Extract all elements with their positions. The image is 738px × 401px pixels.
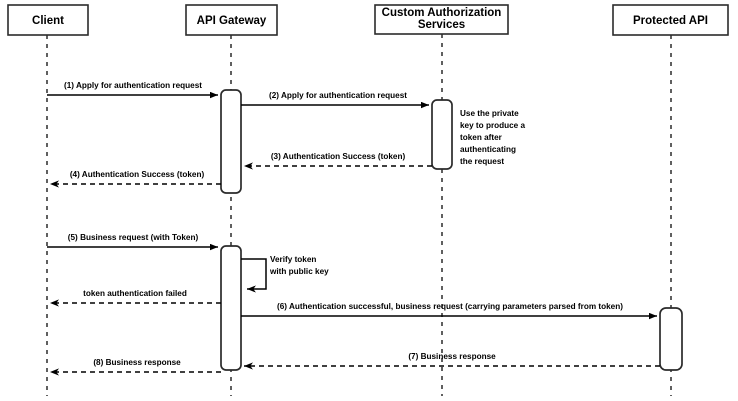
message-1-label: (1) Apply for authentication request xyxy=(64,81,202,90)
note-private-key-line-2: key to produce a xyxy=(460,121,526,130)
message-2-label: (2) Apply for authentication request xyxy=(269,91,407,100)
message-5[interactable]: (5) Business request (with Token) xyxy=(47,233,218,251)
activation-bar-api-gateway-business[interactable] xyxy=(220,245,242,371)
participant-api-gateway[interactable]: API Gateway xyxy=(185,4,278,36)
participant-box-api-gateway[interactable] xyxy=(185,4,278,36)
activation-gateway-business[interactable] xyxy=(220,245,242,371)
note-private-key-line-3: token after xyxy=(460,133,503,142)
message-token-authentication-failed[interactable]: token authentication failed xyxy=(50,289,221,307)
self-message-verify-token-line-1: Verify token xyxy=(270,255,316,264)
participant-custom-authorization-services[interactable]: Custom Authorization Services xyxy=(374,4,509,35)
self-message-verify-token[interactable]: Verify token with public key xyxy=(241,255,329,293)
participant-label-custom-authorization-services-line1: Custom Authorization xyxy=(382,7,502,19)
self-message-verify-token-line-2: with public key xyxy=(269,267,329,276)
participant-box-custom-authorization-services[interactable] xyxy=(374,4,509,35)
message-6[interactable]: (6) Authentication successful, business … xyxy=(241,302,657,320)
participant-label-api-gateway: API Gateway xyxy=(197,15,267,27)
activation-bar-custom-authorization-services[interactable] xyxy=(431,99,453,170)
note-private-key-line-4: authenticating xyxy=(460,145,516,154)
note-private-key-line-5: the request xyxy=(460,157,504,166)
activation-authz-service[interactable] xyxy=(431,99,453,170)
participant-label-custom-authorization-services-line2: Services xyxy=(418,19,465,31)
message-4-label: (4) Authentication Success (token) xyxy=(70,170,205,179)
participant-protected-api[interactable]: Protected API xyxy=(612,4,729,36)
message-3-label: (3) Authentication Success (token) xyxy=(271,152,406,161)
participant-label-protected-api: Protected API xyxy=(633,15,708,27)
note-private-key: Use the private key to produce a token a… xyxy=(460,109,526,166)
participant-label-client: Client xyxy=(32,15,64,27)
activation-bar-protected-api[interactable] xyxy=(659,307,683,371)
activation-protected-api[interactable] xyxy=(659,307,683,371)
message-7[interactable]: (7) Business response xyxy=(244,352,660,370)
message-4[interactable]: (4) Authentication Success (token) xyxy=(50,170,221,188)
message-token-authentication-failed-label: token authentication failed xyxy=(83,289,187,298)
note-private-key-line-1: Use the private xyxy=(460,109,519,118)
self-message-verify-token-arrow[interactable] xyxy=(241,258,267,293)
message-3[interactable]: (3) Authentication Success (token) xyxy=(244,152,432,170)
activation-bar-api-gateway-auth[interactable] xyxy=(220,89,242,194)
message-8[interactable]: (8) Business response xyxy=(50,358,221,376)
message-6-label: (6) Authentication successful, business … xyxy=(277,302,623,311)
message-7-label: (7) Business response xyxy=(408,352,496,361)
participant-client[interactable]: Client xyxy=(7,4,89,36)
participant-box-client[interactable] xyxy=(7,4,89,36)
participant-box-protected-api[interactable] xyxy=(612,4,729,36)
message-5-label: (5) Business request (with Token) xyxy=(68,233,199,242)
message-1[interactable]: (1) Apply for authentication request xyxy=(47,81,218,99)
message-2[interactable]: (2) Apply for authentication request xyxy=(241,91,429,109)
activation-gateway-auth[interactable] xyxy=(220,89,242,194)
message-8-label: (8) Business response xyxy=(93,358,181,367)
